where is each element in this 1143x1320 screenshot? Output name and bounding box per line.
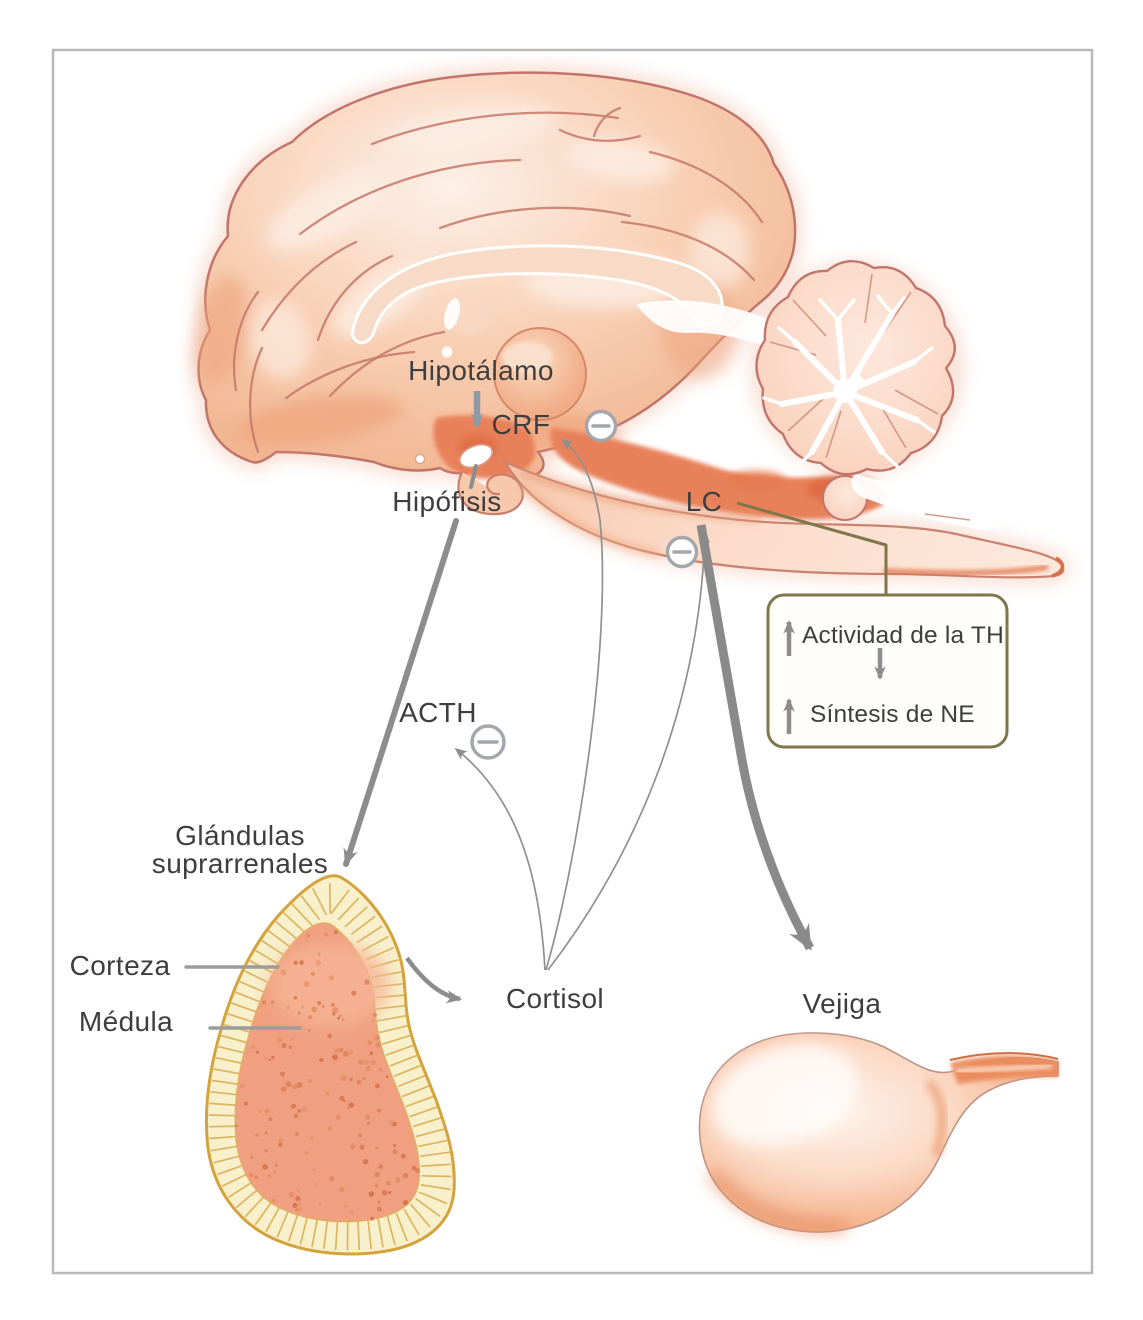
lc-to-bladder-arrow [696, 524, 814, 951]
bladder-label: Vejiga [803, 988, 882, 1019]
pons-shade [518, 482, 661, 557]
tectum-dark [726, 471, 786, 491]
spinal-tip-curl [1051, 556, 1065, 578]
lc-to-box-connector [736, 501, 888, 597]
fourth-ventricle-gap [851, 474, 996, 530]
cortisol-label: Cortisol [506, 983, 604, 1014]
acth-label: ACTH [399, 697, 477, 728]
pituitary-pointer-line [469, 464, 478, 489]
box-line1-label: Actividad de la TH [802, 622, 1004, 649]
adrenal-cortex-striations [208, 883, 452, 1251]
fornix [444, 298, 460, 330]
anterior-commissure [441, 346, 453, 358]
th-ne-effect-box: Actividad de la TH Síntesis de NE [766, 593, 1009, 749]
negative-feedback-icon-lc [665, 535, 699, 569]
cortex-sulci [232, 106, 764, 454]
diagram-labels: Hipotálamo CRF Hipófisis LC ACTH Glándul… [70, 355, 882, 1037]
septum-area [450, 286, 490, 334]
pituitary-label: Hipófisis [392, 486, 501, 517]
bladder-bottom-shadow [707, 1168, 847, 1233]
bladder-highlight [712, 1043, 858, 1147]
bladder-illustration [698, 1032, 1059, 1233]
brainstem-top-shade [519, 469, 761, 522]
cerebellum [755, 260, 956, 476]
urethra-top-edge [949, 1052, 1059, 1061]
medulla-highlight [270, 943, 390, 1027]
midbrain-region [550, 428, 888, 520]
cortisol-feedback-to-lc [547, 530, 711, 971]
adrenal-gland-illustration [204, 874, 456, 1256]
medulla-speckles [235, 930, 420, 1221]
brain-illustration [189, 63, 1072, 586]
adrenal-glands-label-line1: Glándulas [175, 820, 305, 851]
urethra-highlight [955, 1063, 1053, 1074]
cortisol-feedback-to-acth [454, 747, 546, 971]
cortex-label: Corteza [70, 950, 171, 981]
adrenal-glands-label-line2: suprarrenales [152, 848, 328, 879]
medulla-oblongata-stripe [883, 564, 1049, 576]
pituitary-gland [458, 443, 494, 469]
negative-feedback-icon-crf [584, 409, 618, 443]
pathway-arrows [184, 391, 888, 1030]
optic-chiasm-dot [414, 453, 426, 465]
box-line2-label: Síntesis de NE [810, 701, 975, 728]
cortisol-feedback-to-crf [545, 438, 604, 971]
thalamus-highlight [502, 342, 552, 372]
arbor-vitae [762, 294, 936, 468]
negative-feedback-icon-acth [470, 724, 506, 760]
brainstem-inner-line [924, 513, 971, 521]
lc-label: LC [686, 486, 723, 517]
medulla-label: Médula [79, 1006, 173, 1037]
adrenal-to-cortisol-arrow [405, 956, 463, 1004]
effect-box-border [766, 593, 1009, 749]
acth-pituitary-to-adrenal-arrow [343, 518, 459, 867]
crf-label: CRF [492, 409, 551, 440]
hypothalamus-label: Hipotálamo [408, 355, 554, 386]
bladder-neck-shadow [925, 1079, 947, 1158]
